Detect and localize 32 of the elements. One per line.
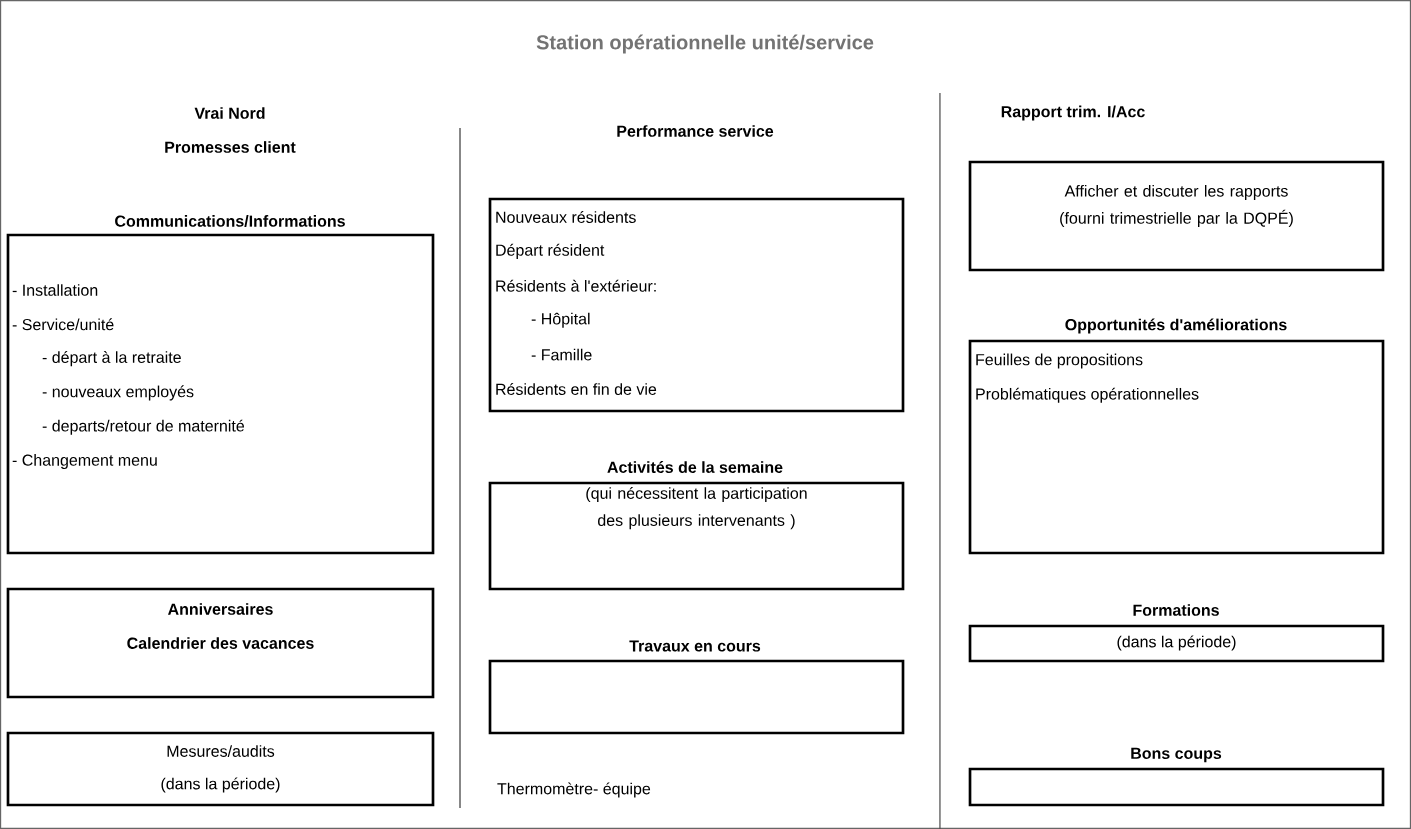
text-box: Mesures/audits (dans la période)	[6, 731, 435, 807]
node-label: - departs/retour de maternité	[42, 419, 245, 435]
text-box: Nouveaux résidents Départ résident Résidents à l'extérieur: - Hôpital - Famille Résidents en fin de vie	[488, 197, 905, 413]
section-heading: Performance service	[617, 125, 774, 137]
node-label: - départ à la retraite	[42, 351, 181, 367]
section-heading: Communications/Informations	[115, 215, 345, 227]
text-box: (dans la période)	[968, 624, 1385, 663]
section-heading: Activités de la semaine	[607, 461, 783, 473]
text-box: - Installation - Service/unité - départ à la retraite - nouveaux employés - departs/retour de maternité - Changement menu	[6, 233, 435, 555]
node-label: - Service/unité	[12, 318, 114, 331]
text-box: Afficher et discuter les rapports (fourni trimestrielle par la DQPÉ)	[968, 160, 1385, 272]
label: Thermomètre- équipe	[497, 782, 651, 798]
label: Promesses client	[165, 141, 296, 153]
node-label: Résidents en fin de vie	[496, 383, 657, 395]
section-heading: Formations	[1133, 604, 1219, 616]
section-heading: Opportunités d'améliorations	[1065, 318, 1287, 334]
node-label: Résidents à l'extérieur:	[496, 279, 656, 292]
node-label: - nouveaux employés	[42, 385, 194, 401]
node-label: - Famille	[531, 348, 592, 361]
node-label: - Hôpital	[531, 312, 590, 328]
section-heading: Travaux en cours	[629, 640, 761, 652]
node-label: Nouveaux résidents	[496, 211, 636, 223]
section-heading: Rapport trim. I/Acc	[1001, 105, 1145, 121]
label: Vrai Nord	[194, 107, 265, 119]
node-label: - Installation	[12, 284, 98, 296]
section-heading: Bons coups	[1131, 747, 1222, 763]
text-box: Anniversaires Calendrier des vacances	[6, 587, 435, 699]
text-box: (qui nécessitent la participation des plusieurs intervenants )	[488, 481, 905, 591]
node-label: Départ résident	[496, 243, 605, 259]
node-label: - Changement menu	[12, 454, 157, 469]
text-box: Feuilles de propositions Problématiques opérationnelles	[968, 339, 1385, 555]
title: Station opérationnelle unité/service	[536, 34, 874, 54]
